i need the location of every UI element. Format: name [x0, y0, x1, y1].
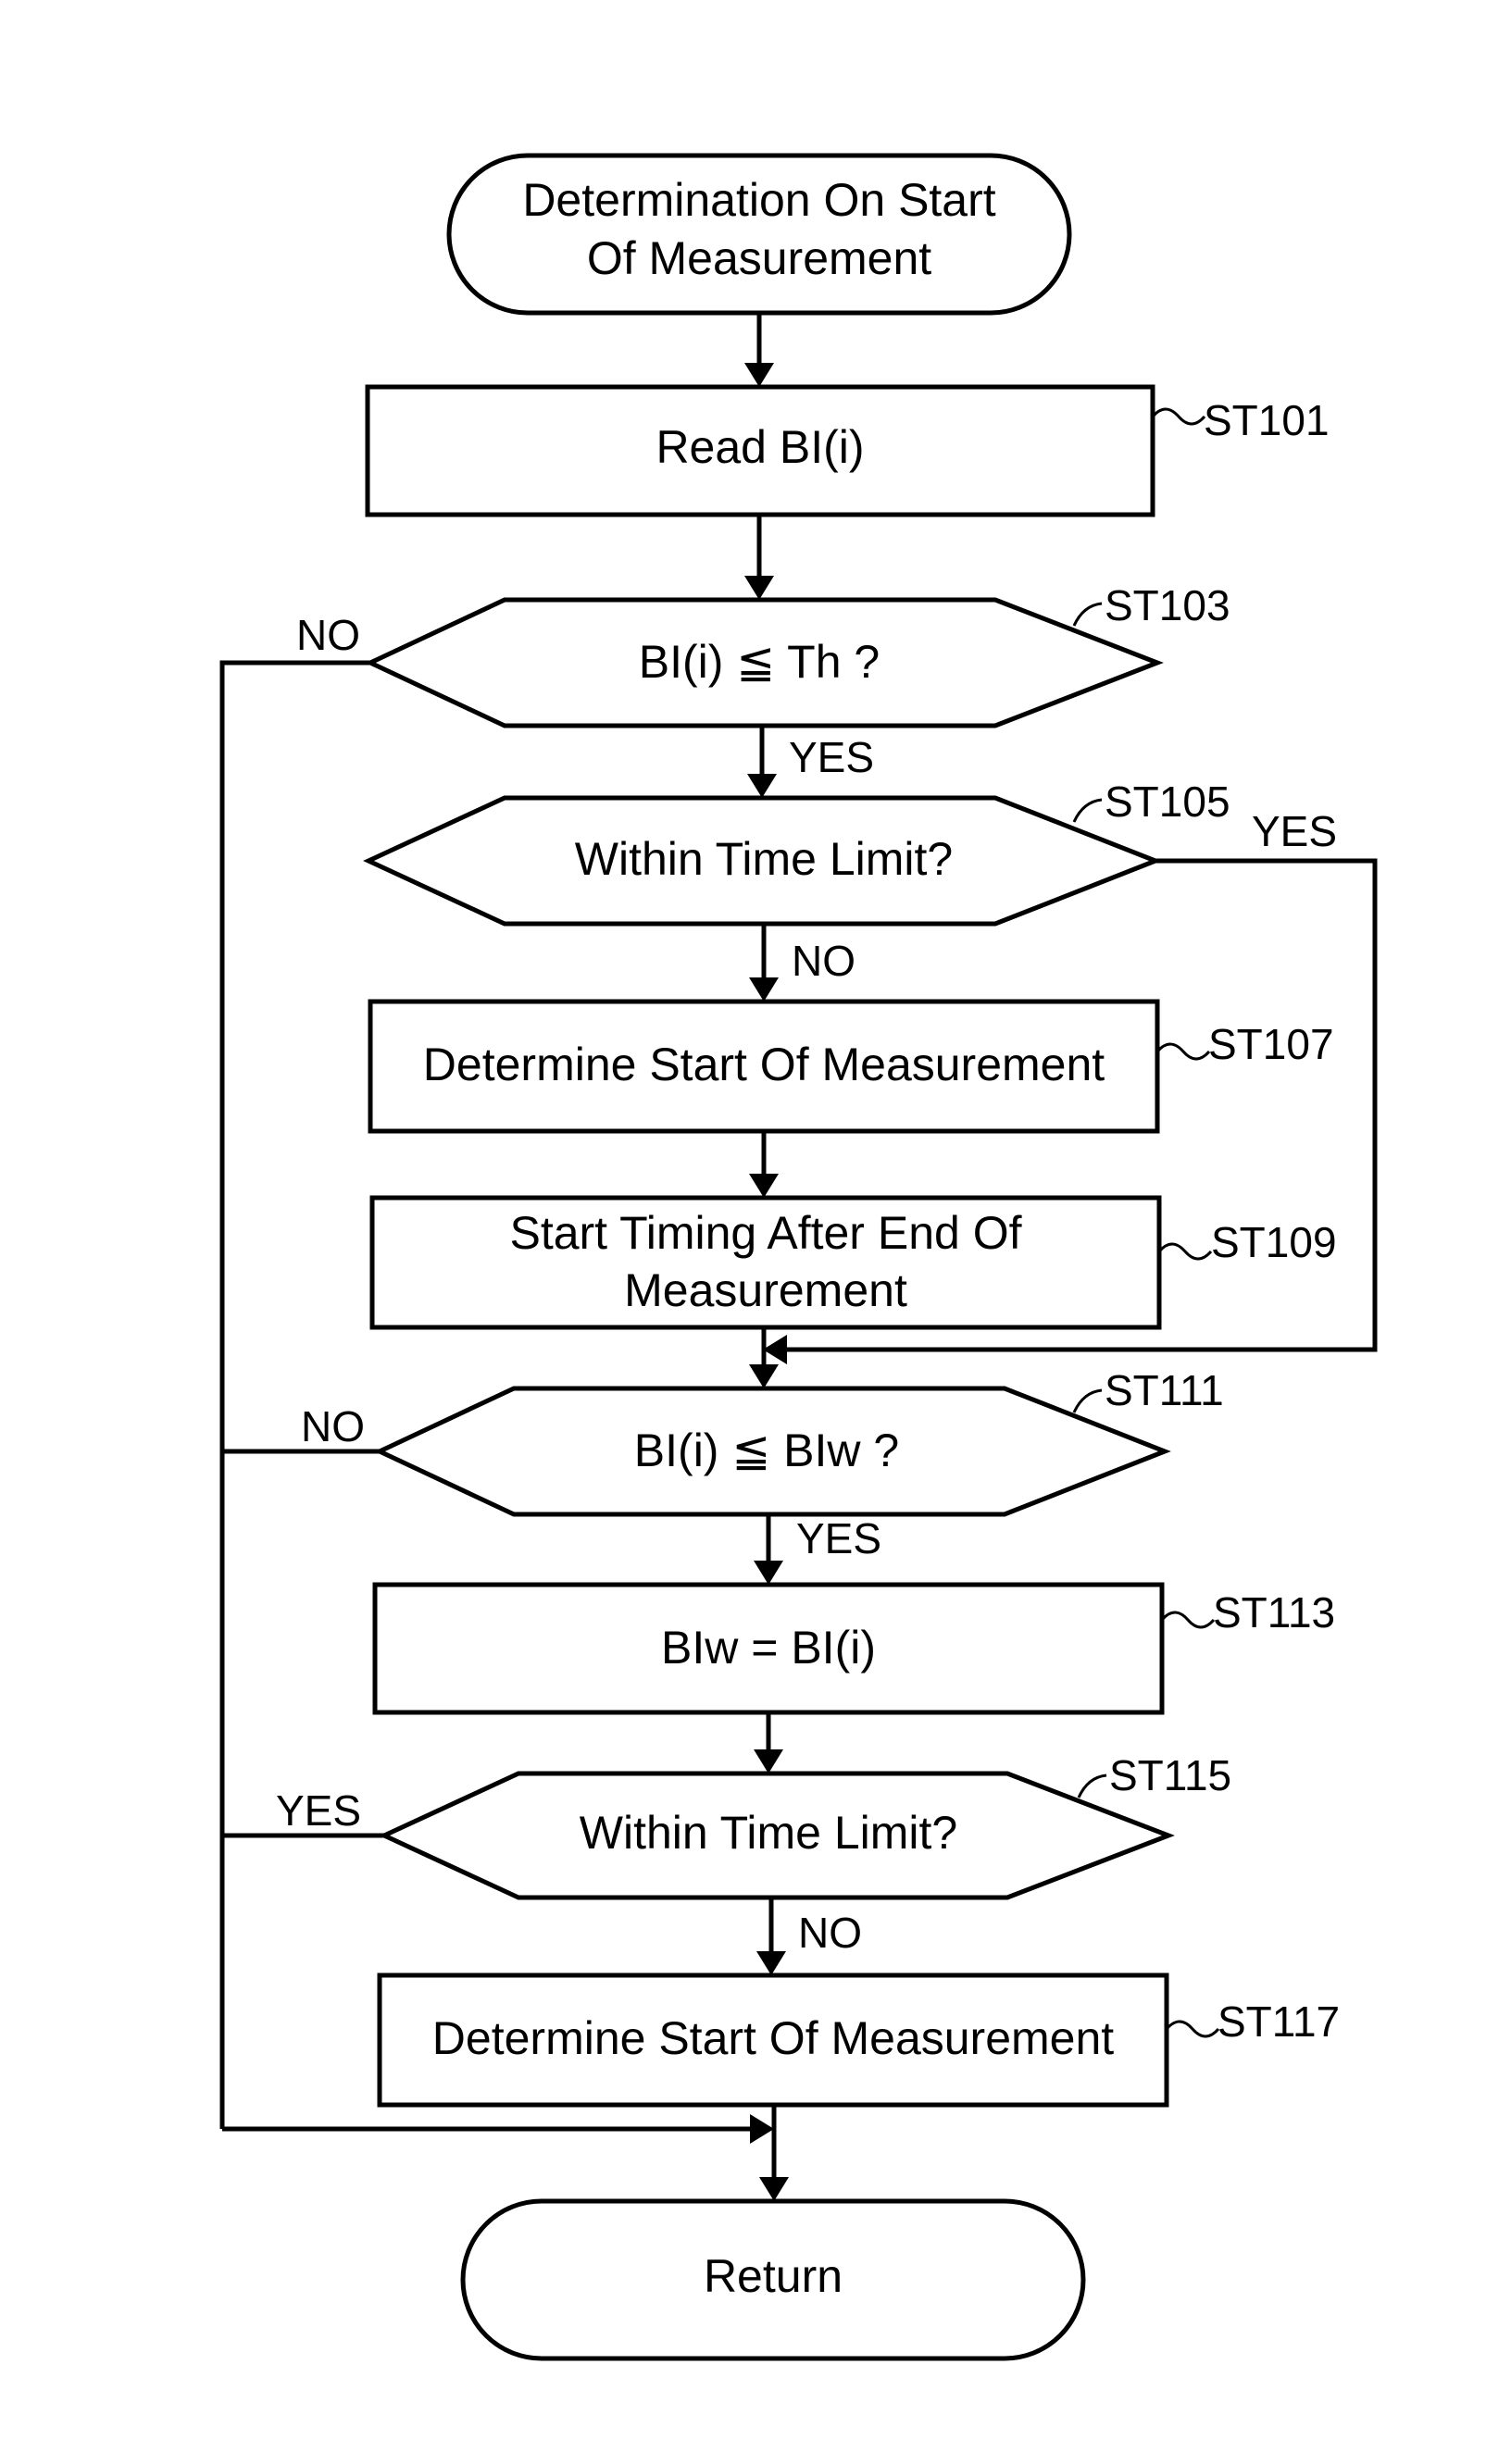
return-terminal-label: Return	[704, 2250, 843, 2302]
step-id-st101: ST101	[1204, 396, 1330, 444]
leader-st101	[1153, 409, 1205, 424]
step-id-st113: ST113	[1213, 1588, 1335, 1636]
arrowhead	[749, 1364, 779, 1388]
leader-st105	[1074, 800, 1102, 822]
leader-st103	[1074, 604, 1102, 626]
decision-label-st115: Within Time Limit?	[580, 1807, 957, 1859]
leader-st117	[1167, 2022, 1218, 2036]
leader-st107	[1157, 1044, 1209, 1059]
arrowhead	[747, 774, 777, 798]
connector-st103-no-to-left-bus	[222, 663, 370, 2129]
branch-label-st115-no: NO	[798, 1909, 862, 1957]
step-id-st103: ST103	[1105, 581, 1230, 629]
arrowhead	[759, 2177, 789, 2201]
arrowhead	[754, 1749, 783, 1773]
arrowhead	[763, 1335, 787, 1364]
process-label-st109-line2: Measurement	[624, 1264, 907, 1316]
step-id-st107: ST107	[1208, 1020, 1334, 1068]
process-label-st117: Determine Start Of Measurement	[432, 2012, 1114, 2064]
process-label-st113: BIw = BI(i)	[661, 1622, 876, 1674]
branch-label-st111-no: NO	[301, 1402, 365, 1450]
branch-label-st105-yes: YES	[1252, 807, 1337, 855]
step-id-st109: ST109	[1211, 1218, 1337, 1266]
arrowhead	[744, 363, 774, 387]
branch-label-st115-yes: YES	[276, 1786, 361, 1835]
step-id-st111: ST111	[1105, 1366, 1224, 1414]
arrowhead	[744, 576, 774, 600]
step-id-st117: ST117	[1218, 1997, 1340, 2046]
step-id-st115: ST115	[1109, 1751, 1231, 1799]
leader-st113	[1162, 1612, 1214, 1627]
decision-label-st103: BI(i) ≦ Th ?	[639, 636, 880, 688]
decision-label-st111: BI(i) ≦ BIw ?	[634, 1425, 899, 1476]
arrowhead	[754, 1561, 783, 1585]
process-label-st107: Determine Start Of Measurement	[423, 1039, 1105, 1090]
decision-label-st105: Within Time Limit?	[575, 833, 953, 885]
start-terminal-label-line1: Determination On Start	[522, 174, 995, 226]
start-terminal-label-line2: Of Measurement	[587, 232, 931, 284]
branch-label-st111-yes: YES	[796, 1514, 881, 1562]
arrowhead	[749, 1174, 779, 1198]
branch-label-st103-no: NO	[296, 611, 360, 659]
branch-label-st105-no: NO	[792, 937, 855, 985]
leader-st115	[1079, 1775, 1106, 1798]
arrowhead	[749, 977, 779, 1002]
step-id-st105: ST105	[1105, 778, 1230, 826]
process-label-st109-line1: Start Timing After End Of	[509, 1207, 1021, 1259]
leader-st109	[1159, 1244, 1211, 1259]
arrowhead	[756, 1951, 786, 1975]
arrowhead	[750, 2114, 774, 2144]
process-label-st101: Read BI(i)	[656, 421, 864, 473]
leader-st111	[1074, 1390, 1102, 1412]
branch-label-st103-yes: YES	[789, 733, 874, 781]
